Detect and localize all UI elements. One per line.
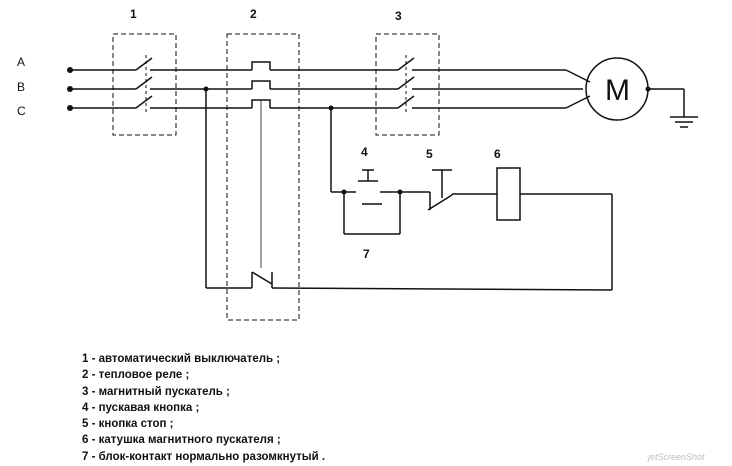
legend: 1 - автоматический выключатель ; 2 - теп…: [82, 351, 325, 465]
block-number-2: 2: [250, 7, 257, 21]
phase-c-line: [70, 95, 591, 109]
terminal-a: [67, 67, 73, 73]
phase-a-line: [70, 57, 591, 83]
block-number-1: 1: [130, 7, 137, 21]
phase-b-line: [70, 76, 583, 90]
component-number-7: 7: [363, 247, 370, 261]
junction-c: [328, 105, 334, 111]
legend-item: 2 - тепловое реле ;: [82, 369, 190, 382]
junction-ground: [645, 86, 651, 92]
phase-label-c: C: [17, 104, 26, 118]
block-contact-symbol: [343, 192, 401, 235]
control-circuit: [205, 89, 613, 291]
component-number-4: 4: [361, 145, 368, 159]
terminal-b: [67, 86, 73, 92]
junction-b: [203, 86, 209, 92]
legend-item: 3 - магнитный пускатель ;: [82, 385, 230, 398]
phase-label-a: A: [17, 55, 25, 69]
ground-icon: [648, 88, 698, 128]
stop-button-symbol: [427, 169, 497, 211]
watermark: jetScreenShot: [647, 452, 705, 462]
starter-box: [375, 33, 440, 136]
junction-start-left: [341, 189, 347, 195]
breaker-box: [112, 33, 177, 136]
coil-symbol: [496, 167, 521, 221]
terminal-c: [67, 105, 73, 111]
phase-label-b: B: [17, 80, 25, 94]
legend-item: 7 - блок-контакт нормально разомкнутый .: [82, 450, 326, 463]
legend-item: 6 - катушка магнитного пускателя ;: [82, 434, 281, 447]
legend-item: 5 - кнопка стоп ;: [82, 418, 174, 431]
thermal-relay-box: [226, 33, 300, 321]
component-number-6: 6: [494, 147, 501, 161]
legend-item: 1 - автоматический выключатель ;: [82, 353, 281, 365]
junction-start-right: [397, 189, 403, 195]
motor-label: M: [605, 74, 630, 107]
legend-item: 4 - пускавая кнопка ;: [82, 401, 200, 414]
component-number-5: 5: [426, 147, 433, 161]
start-button-symbol: [344, 169, 430, 193]
block-number-3: 3: [395, 9, 402, 23]
